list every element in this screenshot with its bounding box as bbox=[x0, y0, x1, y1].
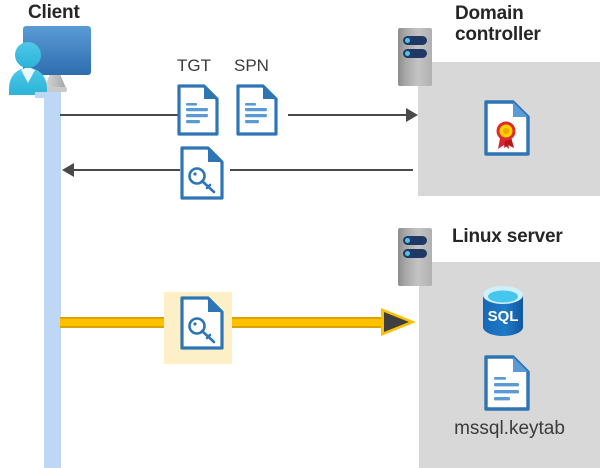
keytab-document-icon bbox=[484, 355, 530, 416]
sql-database-icon: SQL bbox=[477, 283, 529, 344]
tgt-document-icon bbox=[177, 84, 219, 141]
response-arrowhead bbox=[62, 163, 74, 177]
linux-server-title: Linux server bbox=[452, 226, 563, 247]
linux-server-icon bbox=[398, 228, 432, 286]
auth-arrowhead bbox=[380, 305, 418, 339]
spn-label: SPN bbox=[234, 56, 269, 75]
certificate-document-icon bbox=[484, 100, 530, 161]
server-bay bbox=[403, 236, 427, 245]
response-arrow-segment-right bbox=[230, 169, 413, 171]
auth-arrow-segment-left bbox=[60, 317, 166, 328]
domain-controller-server-icon bbox=[398, 28, 432, 86]
client-lifeline bbox=[44, 88, 61, 468]
keytab-filename-label: mssql.keytab bbox=[454, 418, 565, 439]
tgt-label: TGT bbox=[177, 56, 211, 75]
domain-controller-title: Domain controller bbox=[455, 3, 541, 46]
auth-arrow-segment-right bbox=[230, 317, 384, 328]
request-arrowhead bbox=[406, 108, 418, 122]
auth-key-document-icon bbox=[180, 296, 224, 355]
client-computer-user-icon bbox=[6, 24, 102, 98]
request-arrow-segment-left bbox=[60, 114, 178, 116]
server-bay bbox=[403, 36, 427, 45]
client-title: Client bbox=[28, 2, 80, 23]
response-arrow-segment-left bbox=[74, 169, 180, 171]
key-document-icon bbox=[180, 146, 224, 205]
spn-document-icon bbox=[236, 84, 278, 141]
server-bay bbox=[403, 249, 427, 258]
server-bay bbox=[403, 49, 427, 58]
request-arrow-segment-right bbox=[288, 114, 406, 116]
sql-label: SQL bbox=[488, 308, 519, 325]
